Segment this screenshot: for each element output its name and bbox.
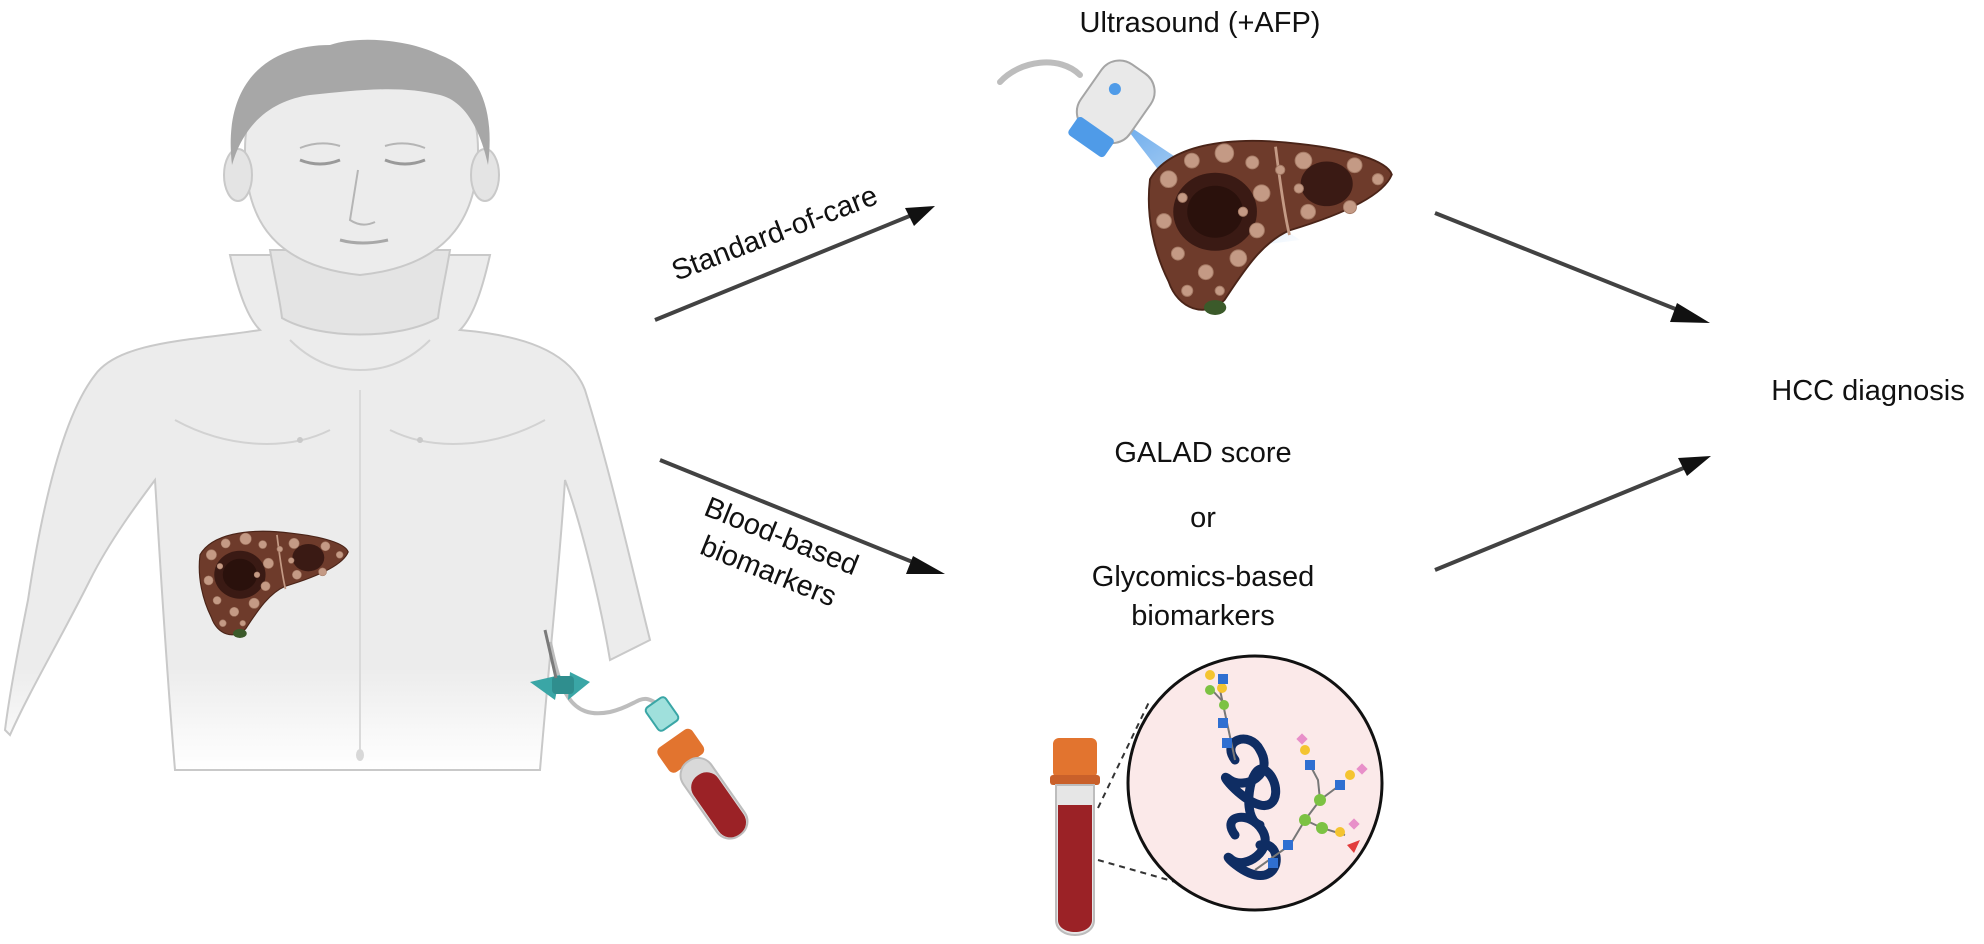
blood-tube-icon <box>1050 699 1233 936</box>
ultrasound-label: Ultrasound (+AFP) <box>1080 7 1321 39</box>
glycoprotein-icon <box>1126 654 1384 912</box>
glycomics-label-line1: Glycomics-based <box>1092 561 1314 593</box>
arrow-ultrasound-to-hcc <box>1434 211 1710 323</box>
liver-icon <box>1147 139 1394 317</box>
arrow-blood-based <box>659 458 945 574</box>
blood-draw-needle-icon <box>530 629 749 840</box>
glycomics-label-line2: biomarkers <box>1131 600 1274 632</box>
hcc-diagnosis-label: HCC diagnosis <box>1771 375 1964 407</box>
or-label: or <box>1190 502 1216 534</box>
arrow-galad-to-hcc <box>1434 456 1711 572</box>
patient-figure <box>3 39 652 771</box>
arrow-standard-of-care <box>654 206 935 322</box>
galad-score-label: GALAD score <box>1114 437 1291 469</box>
